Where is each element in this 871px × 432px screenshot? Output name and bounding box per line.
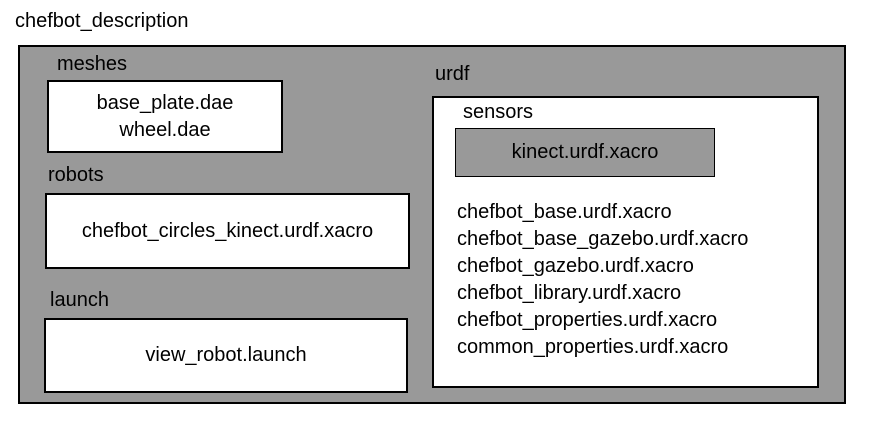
file-item: common_properties.urdf.xacro	[457, 336, 729, 358]
meshes-folder-label: meshes	[57, 53, 128, 75]
robots-files-box: chefbot_circles_kinect.urdf.xacro	[45, 193, 410, 269]
launch-folder-label: launch	[50, 289, 109, 311]
meshes-files-box: base_plate.dae wheel.dae	[47, 80, 283, 153]
file-item: chefbot_base.urdf.xacro	[457, 201, 672, 223]
robots-folder-label: robots	[48, 164, 104, 186]
sensors-folder-label: sensors	[463, 101, 534, 123]
urdf-files-box: sensors kinect.urdf.xacro chefbot_base.u…	[432, 96, 819, 388]
package-container: meshes base_plate.dae wheel.dae robots c…	[18, 45, 846, 404]
package-title: chefbot_description	[15, 10, 189, 32]
file-item: wheel.dae	[119, 118, 211, 141]
file-item: chefbot_library.urdf.xacro	[457, 282, 682, 304]
file-item: chefbot_properties.urdf.xacro	[457, 309, 718, 331]
file-item: base_plate.dae	[96, 91, 234, 114]
sensors-files-box: kinect.urdf.xacro	[455, 128, 715, 177]
file-item: view_robot.launch	[145, 344, 307, 366]
file-item: kinect.urdf.xacro	[511, 141, 659, 163]
file-item: chefbot_base_gazebo.urdf.xacro	[457, 228, 749, 250]
file-item: chefbot_gazebo.urdf.xacro	[457, 255, 694, 277]
file-item: chefbot_circles_kinect.urdf.xacro	[81, 219, 374, 242]
urdf-file-list: chefbot_base.urdf.xacro chefbot_base_gaz…	[457, 199, 748, 361]
launch-files-box: view_robot.launch	[44, 318, 408, 393]
urdf-folder-label: urdf	[435, 63, 470, 85]
